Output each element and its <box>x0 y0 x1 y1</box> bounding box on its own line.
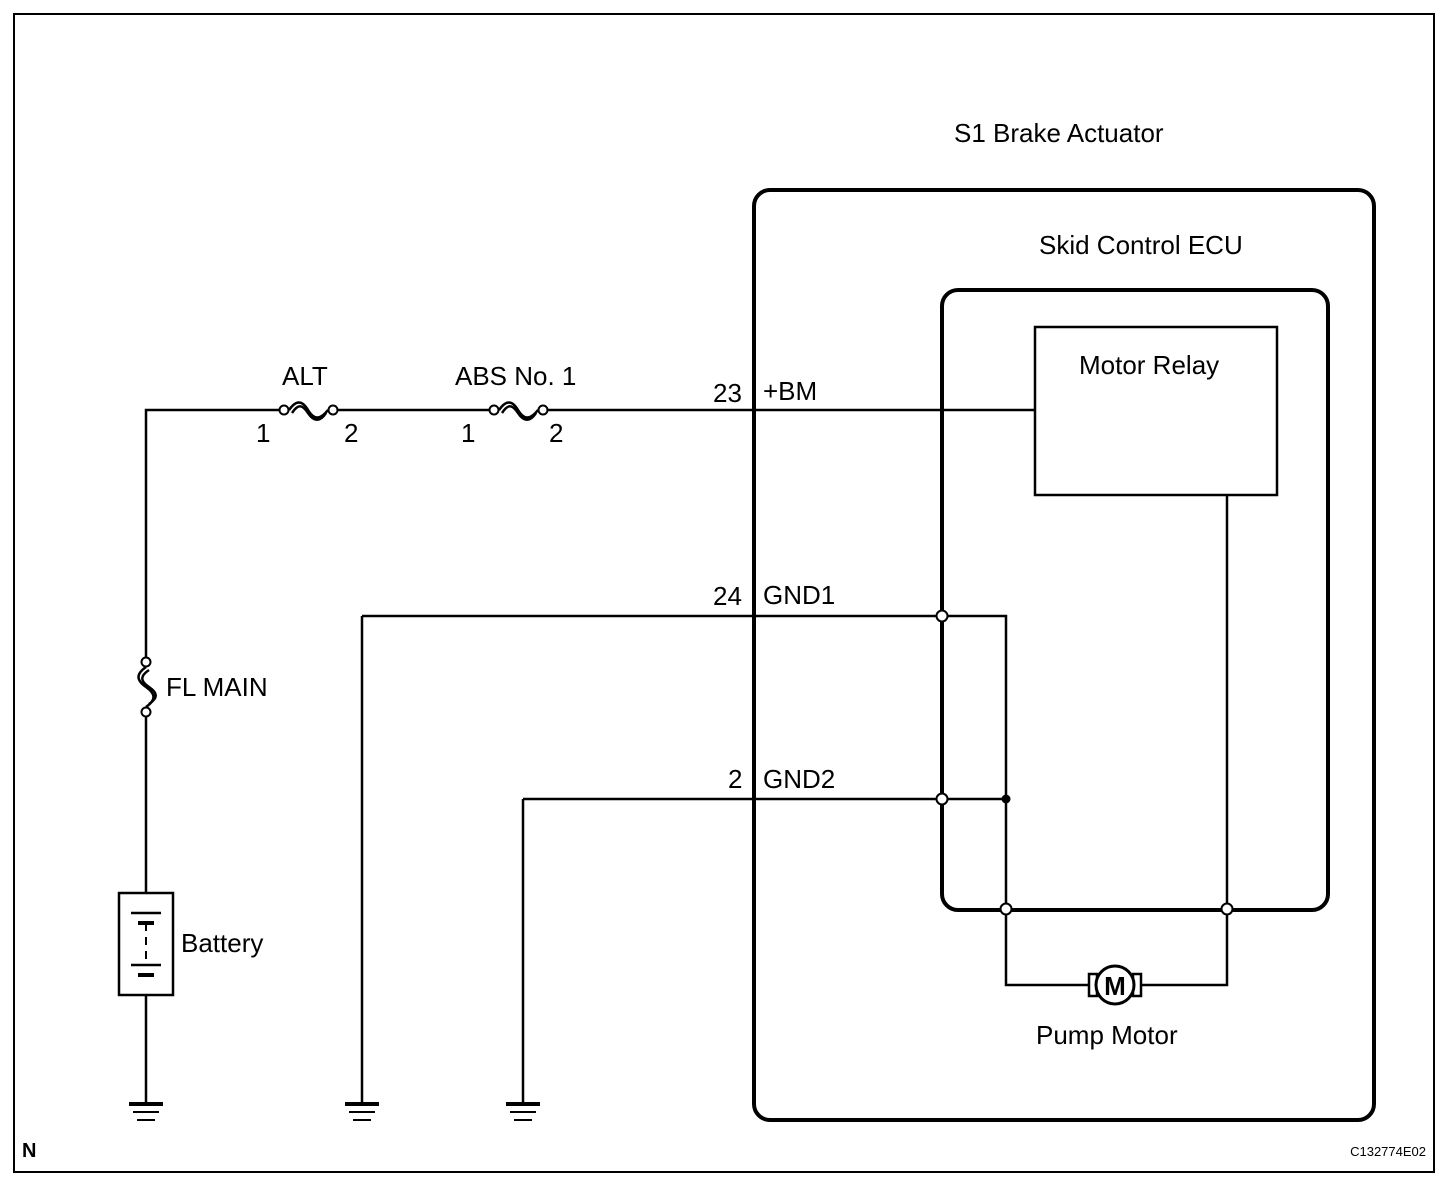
pin-2-number: 2 <box>728 764 742 794</box>
pin-23-signal: +BM <box>763 376 817 406</box>
ground-icon <box>129 1102 163 1121</box>
splice-dot <box>1001 794 1011 804</box>
alt-pin-2: 2 <box>344 418 358 448</box>
alt-fuse <box>278 401 339 421</box>
pin-24-number: 24 <box>713 581 742 611</box>
battery-label: Battery <box>181 928 263 958</box>
ecu-node-gnd1 <box>935 609 949 623</box>
ecu-node-motor-negative <box>999 902 1013 916</box>
gnd1-internal-wire <box>942 614 1008 909</box>
abs-fuse-label: ABS No. 1 <box>455 361 576 391</box>
pin-2-signal: GND2 <box>763 764 835 794</box>
alt-fuse-label: ALT <box>282 361 328 391</box>
motor-relay-box <box>1033 325 1279 497</box>
corner-mark: N <box>22 1140 36 1162</box>
figure-code: C132774E02 <box>1350 1144 1426 1159</box>
motor-negative-wire <box>1004 909 1089 987</box>
abs-pin-1: 1 <box>461 418 475 448</box>
ground-icon <box>345 614 942 1121</box>
abs-fuse <box>488 401 549 421</box>
battery-symbol <box>117 891 175 997</box>
abs-pin-2: 2 <box>549 418 563 448</box>
pump-motor-symbol: M <box>1087 964 1143 1006</box>
motor-positive-wire <box>1140 909 1229 987</box>
ecu-title: Skid Control ECU <box>1039 230 1243 260</box>
motor-m-glyph: M <box>1104 971 1126 1001</box>
ground-icon <box>506 797 942 1121</box>
outer-frame <box>13 13 1435 1173</box>
pin-23-number: 23 <box>713 378 742 408</box>
pin-24-signal: GND1 <box>763 580 835 610</box>
pump-motor-label: Pump Motor <box>1036 1020 1178 1050</box>
fl-main-fuse <box>137 656 157 718</box>
ecu-node-gnd2 <box>935 792 949 806</box>
fl-main-label: FL MAIN <box>166 672 268 702</box>
skid-control-ecu-box <box>940 288 1330 912</box>
actuator-title: S1 Brake Actuator <box>954 118 1164 148</box>
ecu-node-motor-positive <box>1220 902 1234 916</box>
motor-relay-label: Motor Relay <box>1079 350 1219 380</box>
brake-actuator-box <box>752 188 1376 1122</box>
flmain-to-alt-wire <box>144 408 284 662</box>
alt-pin-1: 1 <box>256 418 270 448</box>
